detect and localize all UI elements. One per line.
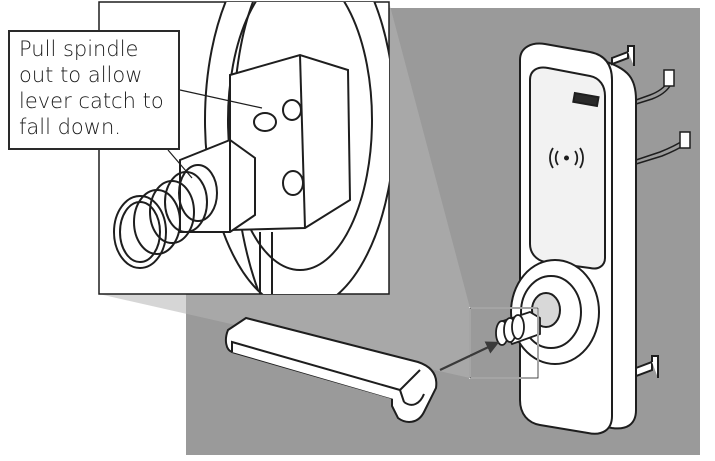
- callout-line-3: lever catch to: [19, 89, 164, 113]
- instruction-callout: Pull spindle out to allow lever catch to…: [8, 30, 180, 150]
- spindle-spring: [113, 164, 218, 269]
- mounting-posts: [611, 45, 659, 378]
- callout-leader-bottom: [167, 149, 193, 179]
- lever-handle: [224, 316, 438, 423]
- installation-arrow: [439, 341, 500, 371]
- lock-body: [510, 42, 637, 435]
- callout-line-4: fall down.: [19, 115, 121, 139]
- callout-line-2: out to allow: [19, 63, 143, 87]
- brand-badge: [572, 91, 600, 108]
- spindle-assembly: [495, 311, 541, 346]
- catch-hole: [253, 112, 277, 132]
- callout-leader-top: [179, 89, 263, 109]
- card-reader-panel: [529, 66, 606, 270]
- callout-line-1: Pull spindle: [19, 37, 139, 61]
- wire-connectors: [635, 69, 691, 165]
- wireless-contactless-icon: [549, 147, 584, 169]
